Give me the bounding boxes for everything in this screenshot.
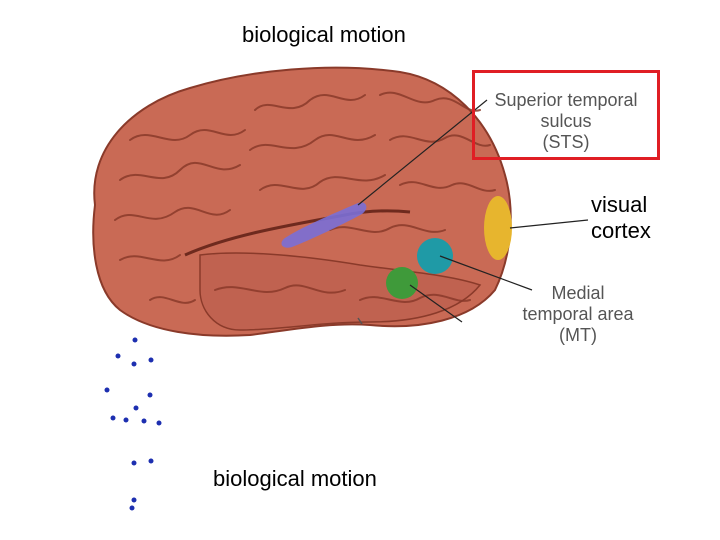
sts-region	[281, 202, 367, 248]
mt-region	[417, 238, 453, 274]
green-region	[386, 267, 418, 299]
visual-cortex-label-line2: cortex	[591, 218, 651, 243]
visual-cortex-region	[484, 196, 512, 260]
walker-dot	[104, 387, 110, 393]
walker-dot	[141, 418, 147, 424]
walker-dot	[156, 420, 162, 426]
walker-dot	[131, 497, 137, 503]
walker-dot	[123, 417, 129, 423]
walker-dot	[131, 460, 137, 466]
walker-dot	[110, 415, 116, 421]
walker-dot	[133, 405, 139, 411]
brain-folds	[114, 91, 496, 304]
top-title: biological motion	[242, 22, 406, 47]
sts-label-line3: (STS)	[542, 132, 590, 152]
mt-label-line2: temporal area	[522, 304, 634, 324]
bottom-title: biological motion	[213, 466, 377, 491]
leader-lines	[357, 99, 589, 323]
walker-dot	[131, 361, 137, 367]
walker-dot	[115, 353, 121, 359]
walker-dot	[148, 357, 154, 363]
mt-label-line3: (MT)	[559, 325, 597, 345]
walker-dot	[148, 458, 154, 464]
mt-label: Medial temporal area (MT)	[512, 283, 644, 346]
walker-dot	[129, 505, 135, 511]
sts-label-line2: sulcus	[540, 111, 592, 131]
sts-label-line1: Superior temporal	[494, 90, 638, 110]
walker-dot	[132, 337, 138, 343]
visual-cortex-label: visual cortex	[591, 192, 651, 244]
walker-dot	[147, 392, 153, 398]
brainstem	[357, 317, 363, 325]
mt-label-line1: Medial	[551, 283, 605, 303]
visual-cortex-label-line1: visual	[591, 192, 648, 217]
sts-label: Superior temporal sulcus (STS)	[483, 90, 649, 153]
sts-highlight-box	[472, 70, 660, 160]
